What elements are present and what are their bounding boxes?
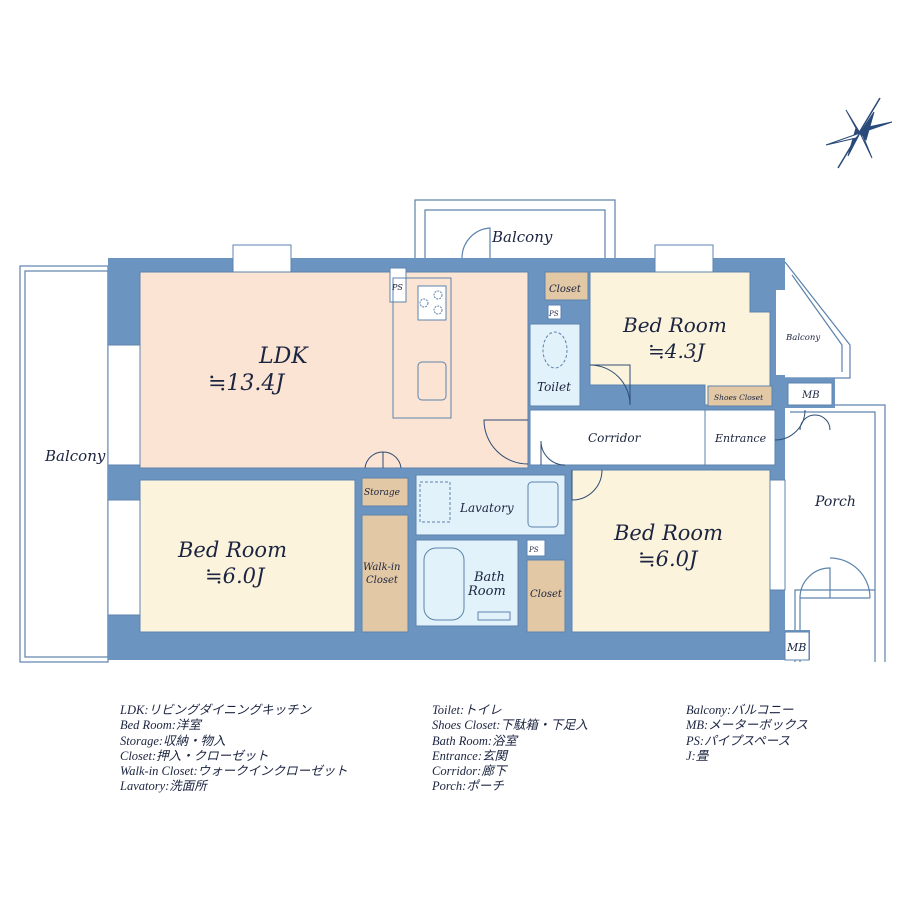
ps-closet — [526, 539, 546, 557]
room-mb-top — [787, 382, 833, 406]
bath-label-2: Room — [467, 584, 506, 599]
legend-column-2: Toilet:トイレ Shoes Closet:下駄箱・下足入 Bath Roo… — [432, 703, 588, 795]
legend-item: PS:パイプスペース — [686, 733, 791, 748]
balcony-top-label: Balcony — [491, 228, 553, 246]
bedroom-right-label: Bed Room — [613, 521, 723, 545]
room-toilet — [529, 323, 581, 407]
ldk-size: ≒13.4J — [208, 371, 285, 396]
corridor-label: Corridor — [588, 431, 642, 445]
balcony-right — [784, 261, 851, 379]
closet-top-label: Closet — [549, 284, 582, 295]
porch-label: Porch — [814, 494, 856, 510]
bedroom-left-size: ≒6.0J — [205, 564, 266, 588]
mb-top-label: MB — [801, 390, 820, 401]
closet-bottom-label: Closet — [530, 589, 563, 600]
legend-item: LDK:リビングダイニングキッチン — [120, 703, 311, 717]
legend-item: Entrance:玄関 — [432, 748, 507, 763]
room-walkin-closet — [361, 514, 409, 633]
room-closet-top — [544, 271, 589, 301]
toilet-fixture — [542, 331, 568, 369]
room-shoes-closet — [707, 385, 773, 407]
bedroom-left-label: Bed Room — [177, 538, 287, 562]
ps-toilet — [547, 304, 562, 320]
room-bedroom-left — [139, 479, 356, 633]
legend-item: Bed Room:洋室 — [120, 718, 201, 733]
bathtub — [423, 547, 511, 621]
mb-bottom-label: MB — [786, 641, 806, 654]
porch-area — [785, 404, 886, 662]
ldk-label: LDK — [258, 344, 309, 369]
bedroom-top-right-size: ≒4.3J — [648, 339, 706, 363]
legend-item: Walk-in Closet:ウォークインクローゼット — [120, 764, 348, 779]
compass-north-icon — [825, 97, 893, 169]
room-ldk — [139, 271, 529, 469]
room-corridor — [529, 409, 706, 466]
legend-item: Balcony:バルコニー — [686, 703, 794, 717]
balcony-left-label: Balcony — [44, 447, 106, 465]
ps-toilet-label: PS — [548, 310, 559, 318]
washbasin — [419, 481, 559, 528]
legend-item: MB:メーターボックス — [686, 718, 808, 733]
bath-label-1: Bath — [473, 570, 505, 585]
kitchen-counter — [392, 277, 452, 419]
bedroom-right-size: ≒6.0J — [638, 547, 699, 571]
legend-item: Toilet:トイレ — [432, 703, 502, 717]
room-entrance — [704, 409, 776, 466]
legend-item: Porch:ポーチ — [432, 779, 504, 794]
room-bedroom-right — [571, 469, 771, 633]
balcony-right-label: Balcony — [785, 333, 820, 343]
legend-item: Bath Room:浴室 — [432, 733, 518, 748]
ps-closet-label: PS — [528, 546, 539, 554]
bedroom-top-right-label: Bed Room — [622, 313, 727, 337]
legend-item: Closet:押入・クローゼット — [120, 748, 269, 763]
legend-item: Corridor:廊下 — [432, 764, 507, 779]
legend-column-3: Balcony:バルコニー MB:メーターボックス PS:パイプスペース J:畳 — [686, 703, 808, 764]
room-closet-bottom — [526, 559, 566, 633]
lavatory-label: Lavatory — [459, 501, 514, 515]
entrance-label: Entrance — [714, 432, 767, 445]
legend-item: Storage:収納・物入 — [120, 733, 226, 748]
toilet-label: Toilet — [537, 380, 571, 394]
windows — [107, 244, 786, 616]
ps-ldk-label: PS — [391, 283, 403, 292]
shoes-closet-label: Shoes Closet — [714, 393, 764, 402]
room-storage — [361, 477, 409, 507]
legend-column-1: LDK:リビングダイニングキッチン Bed Room:洋室 Storage:収納… — [120, 703, 348, 795]
balcony-top — [414, 199, 616, 259]
room-lavatory — [415, 474, 566, 536]
balcony-right-opening — [776, 290, 785, 375]
legend-item: Shoes Closet:下駄箱・下足入 — [432, 718, 588, 733]
storage-label: Storage — [364, 488, 400, 498]
ps-ldk — [389, 267, 407, 303]
walkin-label-2: Closet — [366, 575, 399, 586]
doors — [364, 364, 831, 501]
legend-item: Lavatory:洗面所 — [120, 779, 207, 794]
walkin-label-1: Walk-in — [363, 562, 400, 573]
legend-item: J:畳 — [686, 748, 709, 763]
room-mb-bottom — [784, 631, 810, 661]
